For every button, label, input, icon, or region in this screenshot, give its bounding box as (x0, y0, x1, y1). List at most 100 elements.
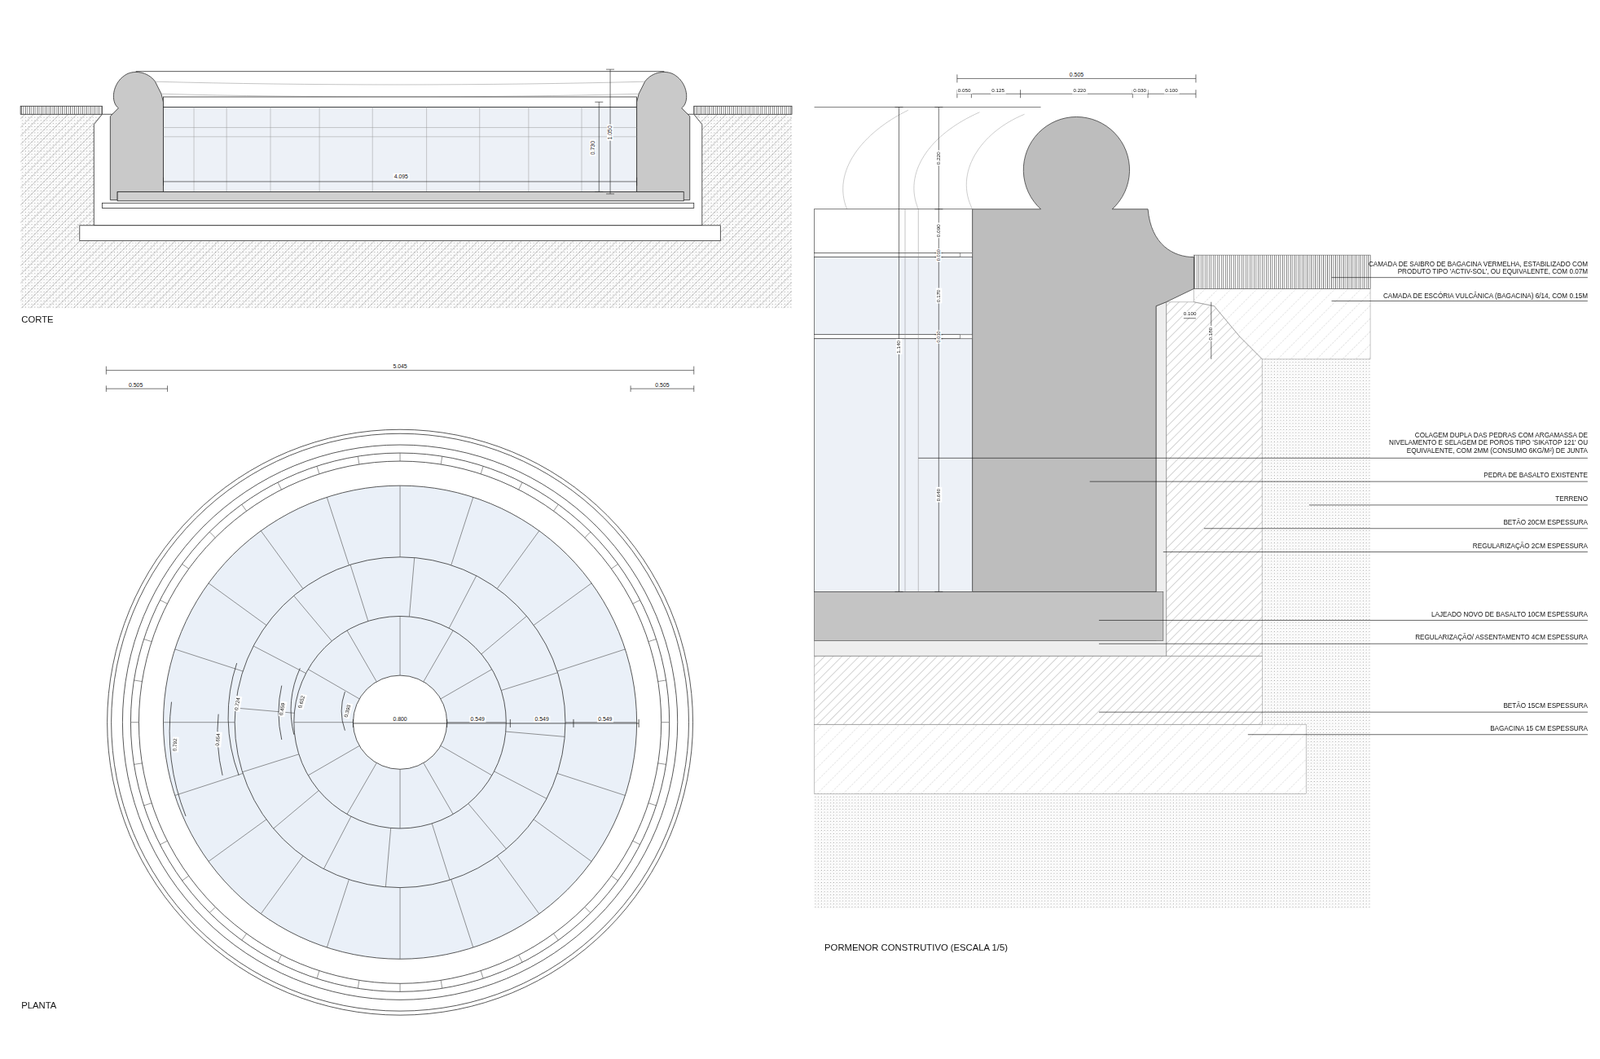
joint-line (294, 595, 333, 642)
joint-line (253, 646, 306, 674)
note-label: REGULARIZAÇÃO 2CM ESPESSURA (1472, 541, 1588, 550)
dimension-label: 0.220 (936, 150, 942, 166)
joint-line (494, 771, 547, 800)
joint-line (260, 856, 304, 915)
joint-line (241, 504, 247, 511)
dimension-label: 0.549 (469, 716, 486, 723)
joint-line (385, 827, 391, 887)
dimension-label: 0.654 (215, 732, 223, 748)
joint-line (400, 769, 401, 829)
note-label: CAMADA DE ESCÓRIA VULCÂNICA (BAGACINA) 6… (1383, 291, 1588, 299)
joint-line (182, 875, 190, 881)
joint-line (277, 482, 282, 490)
joint-line (584, 531, 591, 538)
joint-line (400, 887, 401, 960)
joint-line (423, 763, 453, 815)
joint-line (159, 600, 168, 605)
joint-line (316, 971, 320, 980)
joint-line (557, 649, 625, 672)
joint-line (505, 731, 565, 737)
joint-line (357, 980, 360, 989)
joint-line (273, 790, 320, 829)
joint-line (648, 803, 657, 806)
note-label: REGULARIZAÇÃO/ ASSENTAMENTO 4CM ESPESSUR… (1415, 633, 1588, 642)
joint-line (209, 906, 216, 913)
joint-line (451, 496, 474, 565)
joint-line (162, 721, 235, 723)
joint-line (440, 669, 493, 699)
joint-line (501, 672, 558, 691)
dimension-label: 5.045 (391, 363, 409, 370)
joint-line (658, 680, 667, 682)
dimension-label: 0.050 (957, 87, 972, 94)
joint-line (182, 563, 190, 569)
dimension-label: 0.393 (342, 703, 353, 719)
joint-line (557, 773, 625, 796)
joint-line (144, 803, 153, 806)
joint-line (159, 840, 168, 845)
joint-line (323, 816, 352, 869)
joint-line (431, 823, 450, 880)
joint-line (133, 680, 142, 682)
joint-line (440, 980, 443, 989)
joint-line (481, 615, 528, 655)
joint-line (347, 763, 377, 815)
dimension-label: 0.549 (597, 716, 614, 723)
joint-line (440, 746, 493, 776)
joint-line (648, 639, 657, 642)
joint-line (350, 564, 369, 621)
dimension-label: 0.220 (1072, 87, 1087, 94)
dimension-label: 0.505 (654, 381, 671, 388)
joint-line (208, 583, 267, 626)
note-label: BETÃO 20CM ESPESSURA (1503, 518, 1588, 526)
joint-line (518, 482, 524, 490)
dimension-label: 0.505 (127, 381, 145, 388)
dimension-label: 0.792 (172, 737, 180, 752)
dimension-label: 0.010 (936, 329, 941, 344)
dimension-label: 1.050 (606, 124, 614, 141)
note-label: PEDRA DE BASALTO EXISTENTE (1483, 471, 1588, 480)
joint-line (242, 754, 299, 773)
joint-line (307, 746, 360, 776)
joint-line (553, 504, 559, 511)
joint-line (632, 600, 641, 605)
joint-line (326, 879, 349, 948)
dimension-label: 0.549 (533, 716, 550, 723)
joint-line (480, 465, 484, 475)
dimension-label: 4.095 (392, 173, 409, 181)
joint-line (357, 456, 360, 465)
dimension-label: 1.140 (896, 339, 902, 355)
joint-line (175, 773, 243, 796)
dimension-label: 0.180 (1208, 326, 1214, 342)
joint-line (277, 954, 282, 963)
joint-line (209, 531, 216, 538)
dimension-label: 0.090 (936, 223, 942, 238)
joint-line (400, 615, 401, 676)
dimension-label: 0.030 (1132, 87, 1148, 94)
joint-line (451, 879, 474, 948)
view-title: PORMENOR CONSTRUTIVO (ESCALA 1/5) (824, 942, 1008, 954)
joint-line (133, 763, 142, 765)
joint-line (661, 721, 670, 723)
dimension-label: 0.800 (391, 716, 409, 723)
dimension-label: 0.640 (936, 487, 942, 502)
joint-line (130, 721, 139, 723)
note-label: COLAGEM DUPLA DAS PEDRAS COM ARGAMASSA D… (1378, 431, 1588, 455)
joint-line (241, 933, 247, 941)
joint-line (468, 803, 507, 849)
joint-line (175, 649, 243, 672)
dimension-label: 0.724 (233, 696, 242, 713)
joint-line (584, 906, 591, 913)
view-title: PLANTA (21, 999, 57, 1011)
dimension-label: 0.100 (1182, 311, 1197, 317)
joint-line (400, 983, 401, 992)
view-title: CORTE (21, 313, 53, 325)
joint-line (658, 763, 667, 765)
dimension-label: 0.100 (1164, 87, 1179, 94)
joint-line (448, 575, 477, 629)
joint-line (496, 856, 540, 915)
joint-line (307, 669, 360, 699)
note-label: LAJEADO NOVO DE BASALTO 10CM ESPESSURA (1431, 610, 1588, 618)
joint-line (553, 933, 559, 941)
